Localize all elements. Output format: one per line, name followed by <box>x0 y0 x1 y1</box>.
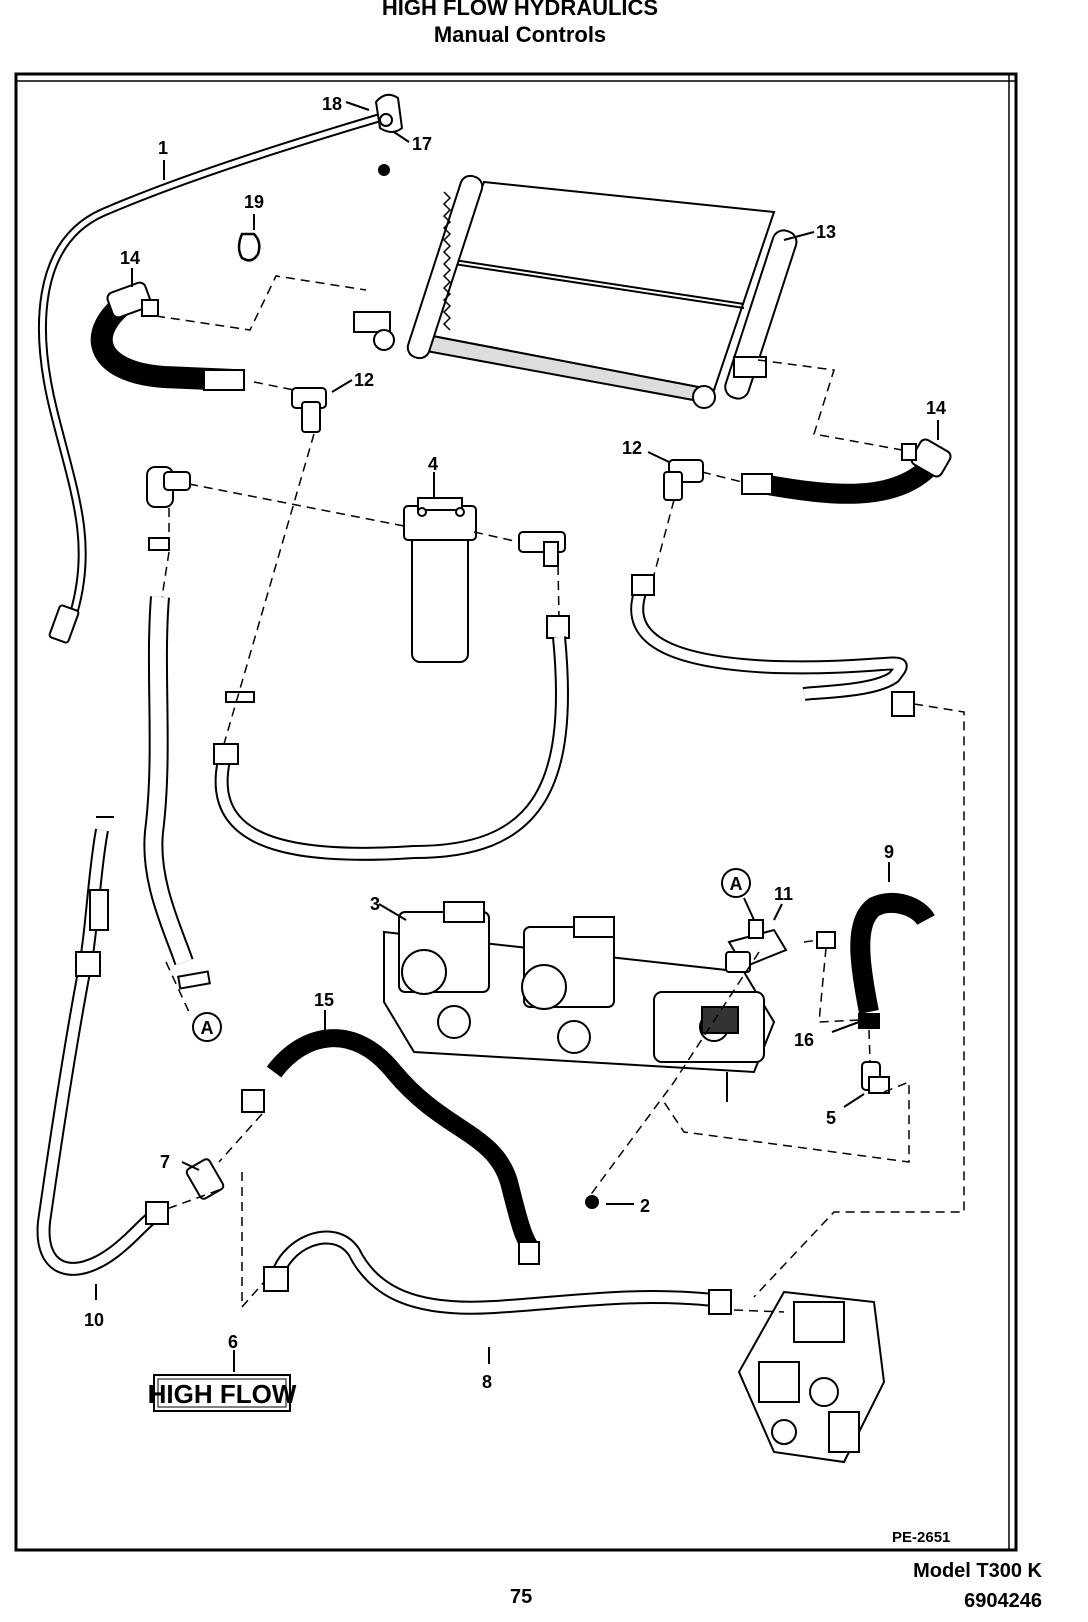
elbow-12-right <box>663 459 704 501</box>
hose-14-left <box>90 281 245 391</box>
hose-15 <box>241 1029 541 1265</box>
fitting-right <box>518 531 570 639</box>
high-flow-decal: HIGH FLOW <box>148 1374 297 1412</box>
callout-16: 16 <box>794 1030 814 1050</box>
callout-numbers: 1 2 3 4 5 6 7 8 9 10 11 12 12 13 14 14 1… <box>84 94 946 1392</box>
callout-11: 11 <box>774 884 793 904</box>
hose-filter-left <box>143 596 194 966</box>
fitting-16 <box>858 1013 880 1029</box>
circle-label-a: A <box>201 1018 214 1038</box>
callout-15: 15 <box>314 990 334 1010</box>
callout-2: 2 <box>640 1196 650 1216</box>
hose-9 <box>816 893 935 1014</box>
elbow-5 <box>861 1061 890 1094</box>
hose-filter-bottom <box>213 636 569 861</box>
hose-14-right <box>741 438 952 504</box>
callout-9: 9 <box>884 842 894 862</box>
circle-label-a: A <box>730 874 743 894</box>
bracket-18 <box>374 93 404 176</box>
circle-marker-a-left: A <box>177 970 222 1042</box>
elbow-fitting-left <box>146 466 191 551</box>
filter-4 <box>403 497 477 663</box>
callout-14-left: 14 <box>120 248 140 268</box>
oil-cooler <box>353 174 798 409</box>
callout-1: 1 <box>158 138 168 158</box>
circle-marker-a-right: A <box>721 868 755 921</box>
callout-12-right: 12 <box>622 438 642 458</box>
hose-right-loop <box>630 574 915 717</box>
callout-12-left: 12 <box>354 370 374 390</box>
dashed-leaders <box>155 275 965 1313</box>
callout-17: 17 <box>412 134 432 154</box>
hose-1 <box>38 112 384 644</box>
nut-2 <box>585 1195 599 1209</box>
callout-13: 13 <box>816 222 836 242</box>
hose-8 <box>263 1230 732 1315</box>
callout-3: 3 <box>370 894 380 914</box>
page-subtitle: Manual Controls <box>433 22 607 47</box>
figure-code: PE-2651 <box>892 1529 950 1546</box>
callout-8: 8 <box>482 1372 492 1392</box>
elbow-12-left <box>291 387 327 433</box>
part-number: 6904246 <box>964 1590 1042 1612</box>
decal-text: HIGH FLOW <box>148 1379 297 1409</box>
callout-leaders <box>95 101 939 1372</box>
pump-assembly-3 <box>383 901 776 1102</box>
callout-19: 19 <box>244 192 264 212</box>
diagram-frame <box>14 72 1018 1552</box>
callout-18: 18 <box>322 94 342 114</box>
clamp-19 <box>237 232 261 262</box>
callout-6: 6 <box>228 1332 238 1352</box>
control-valve <box>737 1290 886 1464</box>
callout-14-right: 14 <box>926 398 946 418</box>
page-number: 75 <box>510 1586 533 1608</box>
hose-10 <box>36 816 169 1276</box>
callout-10: 10 <box>84 1310 104 1330</box>
parts-diagram: A A HIGH FLOW 1 2 <box>14 72 1019 1554</box>
fitting-7 <box>185 1158 225 1200</box>
fitting-11 <box>725 919 788 973</box>
callout-4: 4 <box>428 454 438 474</box>
callout-5: 5 <box>826 1108 836 1128</box>
page-title: HIGH FLOW HYDRAULICS <box>381 0 659 20</box>
callout-7: 7 <box>160 1152 170 1172</box>
model-name: Model T300 K <box>913 1560 1042 1582</box>
